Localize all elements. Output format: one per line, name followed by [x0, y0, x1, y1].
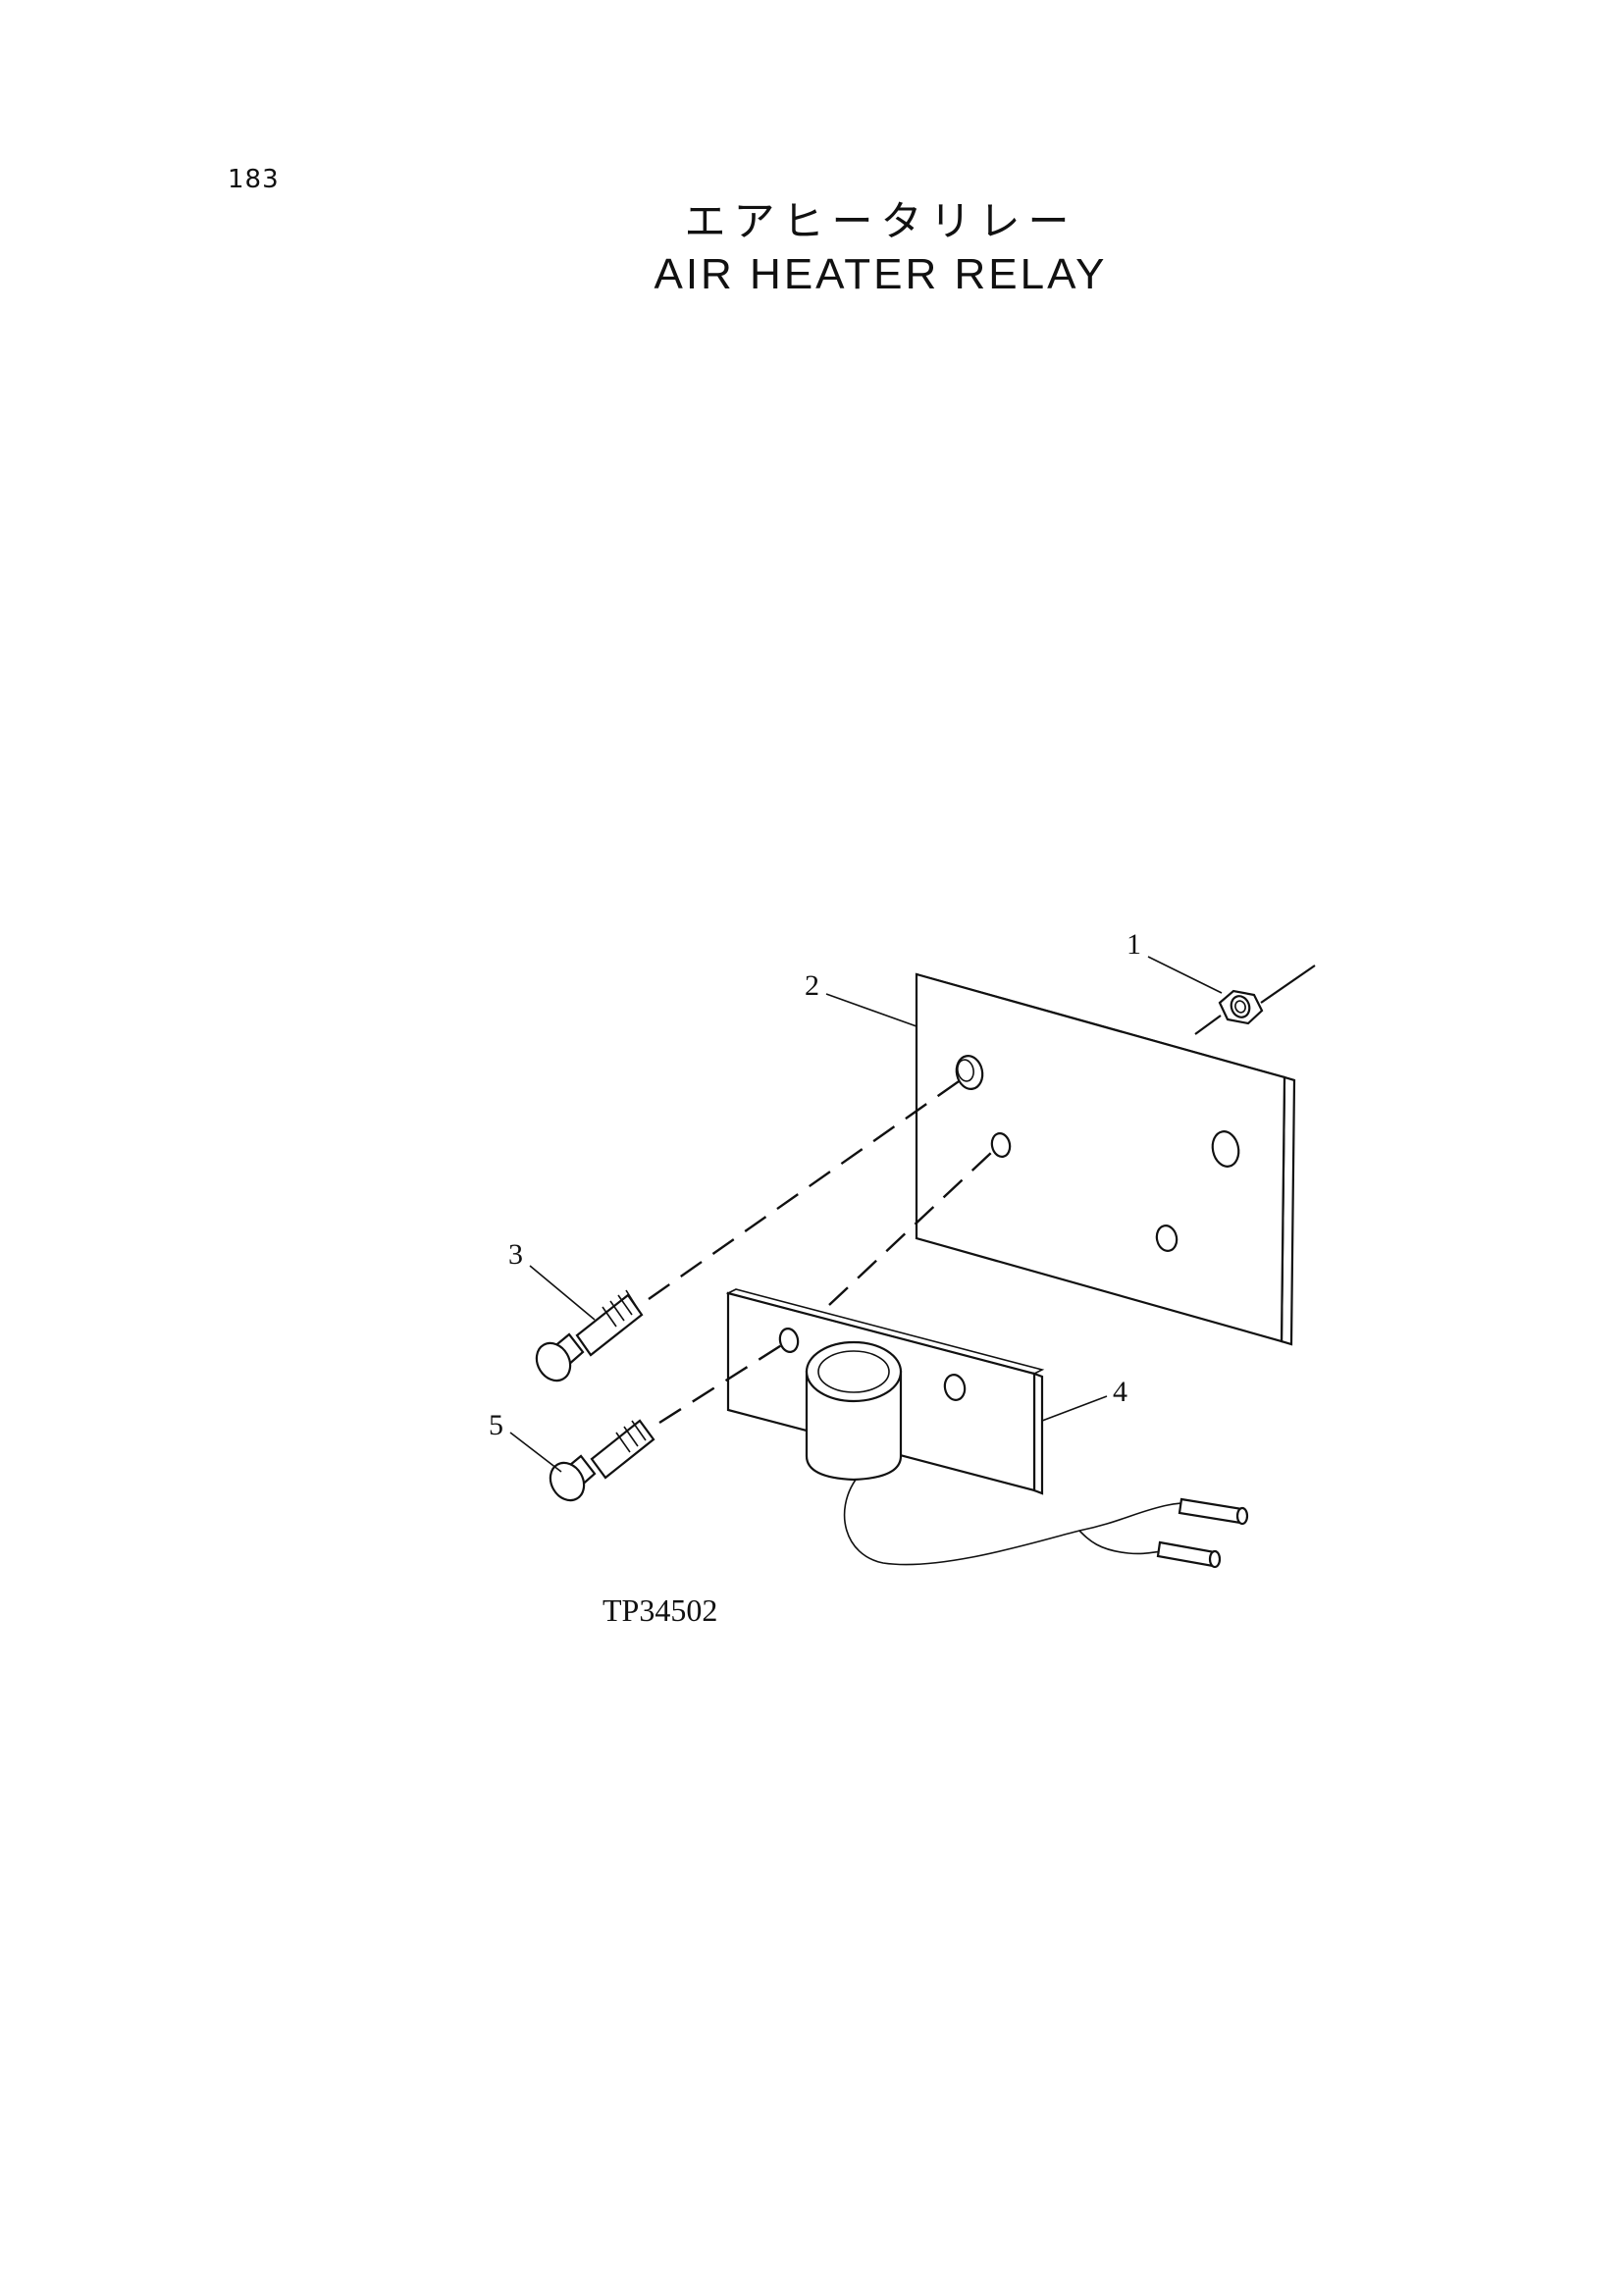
- callout-1: 1: [1126, 928, 1141, 961]
- callout-3: 3: [508, 1238, 523, 1271]
- page-number: 183: [228, 165, 280, 194]
- title-block: エアヒータリレー AIR HEATER RELAY: [0, 196, 1624, 302]
- callout-2: 2: [805, 969, 819, 1002]
- figure-code: TP34502: [602, 1592, 717, 1628]
- page-title-japanese: エアヒータリレー: [684, 197, 1077, 245]
- nut-icon: [1194, 965, 1316, 1035]
- callout-5: 5: [489, 1409, 503, 1441]
- bolt-icon: [535, 1289, 644, 1382]
- callout-4: 4: [1113, 1376, 1127, 1408]
- bolt-icon: [549, 1419, 655, 1502]
- relay-icon: [725, 1288, 1249, 1569]
- mounting-plate-icon: [915, 972, 1296, 1346]
- assembly-lines: [648, 1078, 994, 1425]
- page-title-english: AIR HEATER RELAY: [654, 250, 1108, 298]
- callout-leaders: [509, 956, 1223, 1473]
